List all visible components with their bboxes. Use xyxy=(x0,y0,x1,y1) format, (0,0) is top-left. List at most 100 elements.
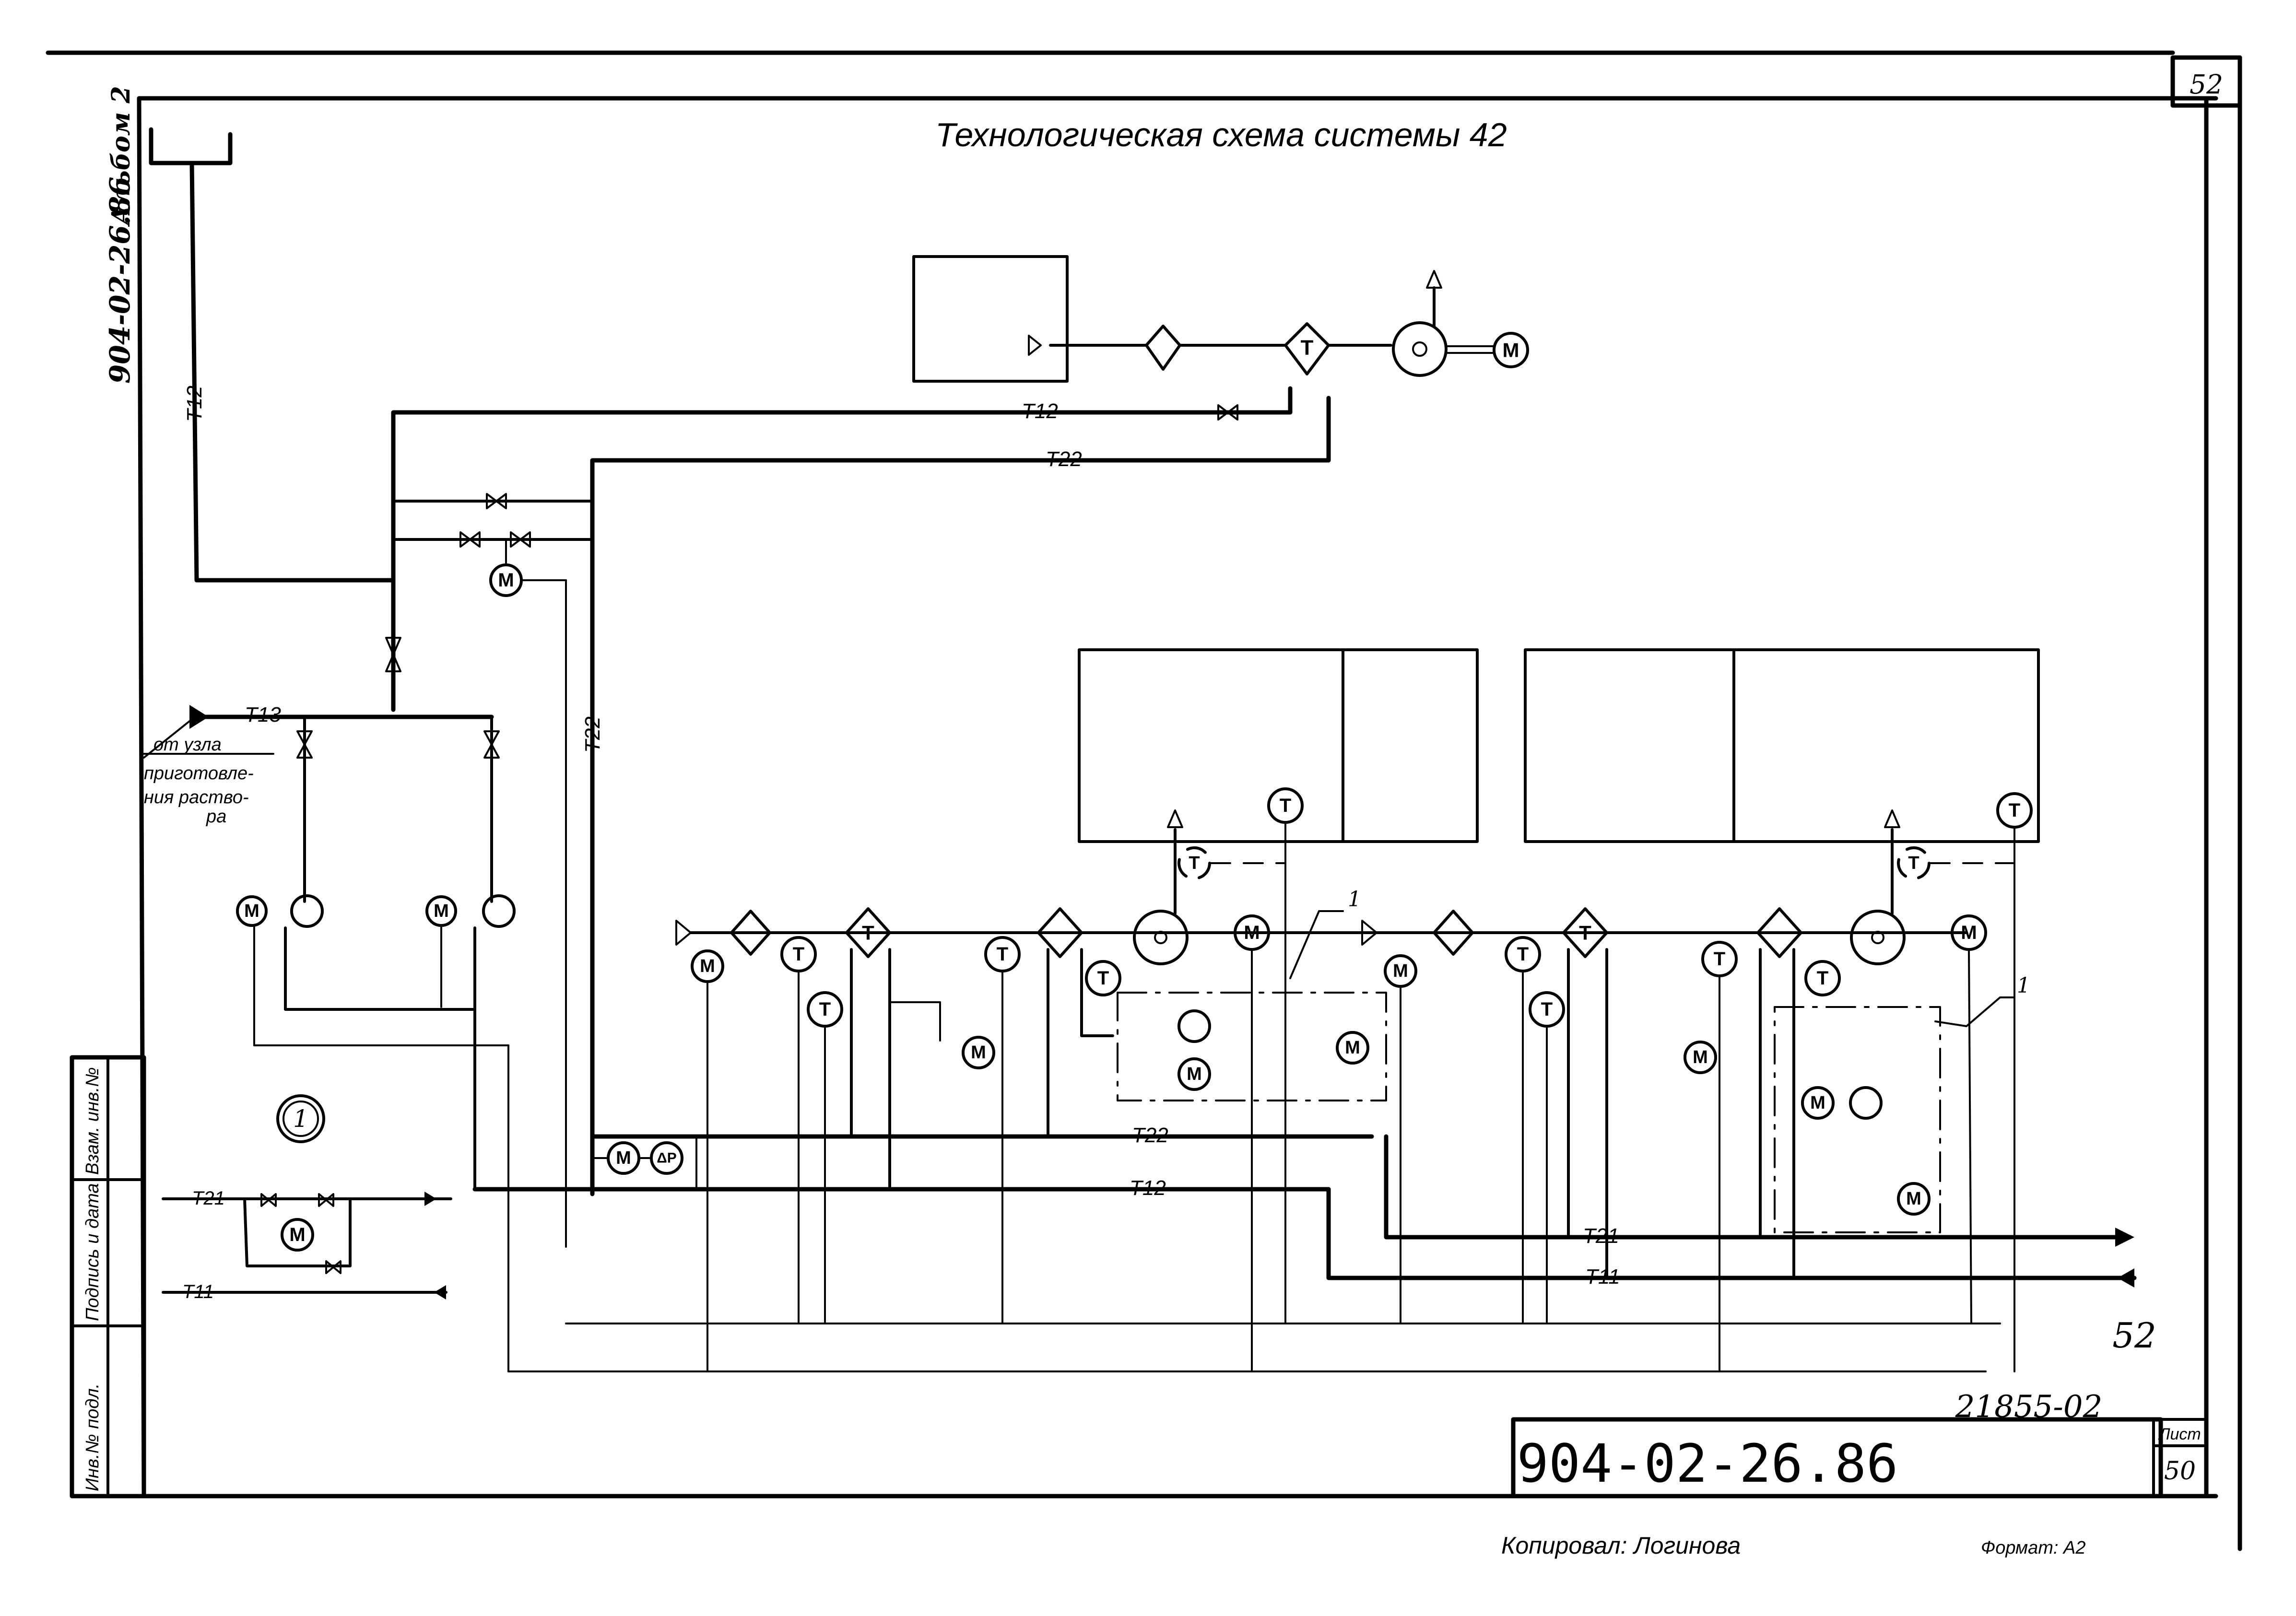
corner-sheet-number: 52 xyxy=(2190,69,2223,100)
pipe-label-t22-main: T22 xyxy=(1132,1124,1168,1147)
heater-label: T xyxy=(862,922,874,944)
sheet-number: 50 xyxy=(2164,1457,2196,1486)
valve-motor-icon xyxy=(1684,1041,1717,1074)
source-note-line2: приготовле- xyxy=(144,763,254,784)
pump-icon xyxy=(290,894,324,928)
valve-icon xyxy=(318,1193,334,1207)
margin-row-signature-date: Подпись и дата xyxy=(82,1183,103,1321)
valve-icon xyxy=(486,493,507,509)
leader-ref-a: 1 xyxy=(1348,887,1361,912)
detail-node-1: 1 M xyxy=(162,1094,452,1300)
pipe-t22-top xyxy=(590,396,1331,1196)
detail-return-label: T11 xyxy=(182,1281,214,1302)
circ-pump-icon xyxy=(1177,1009,1211,1043)
temp-sensor-label: T xyxy=(1714,949,1725,970)
ventilation-unit-b: T T T M M T T M T T M xyxy=(1361,648,2040,1372)
fan-motor-icon xyxy=(1493,332,1529,368)
dp-regulator: M ΔP xyxy=(591,1136,697,1190)
title-block-outline xyxy=(1511,1417,2163,1499)
duct-temp-sensor-icon xyxy=(1897,846,1931,880)
room-box xyxy=(912,255,1069,383)
valve-icon xyxy=(260,1193,277,1207)
source-note-line3: ния раство- xyxy=(144,787,249,808)
t12-riser-line xyxy=(189,161,396,583)
sheet-format: Формат: А2 xyxy=(1981,1538,2085,1558)
node-1-boundary xyxy=(1774,1006,1941,1233)
filter-icon xyxy=(730,910,771,956)
exhaust-arrow-icon xyxy=(1426,270,1442,289)
valve-motor-icon xyxy=(1336,1031,1369,1065)
title-block-designation: 904-02-26.86 xyxy=(1517,1433,1898,1494)
room-temp-label: T xyxy=(2009,800,2020,821)
fan-hub xyxy=(1871,931,1884,944)
fan-motor-label: M xyxy=(1244,922,1260,943)
fan-motor-label: M xyxy=(1503,339,1519,362)
supply-arrow-icon xyxy=(1884,809,1900,828)
heater-icon xyxy=(1562,907,1608,958)
copied-by: Копировал: Логинова xyxy=(1501,1532,1741,1559)
pump-motor-icon xyxy=(236,895,268,927)
valve-motor-label: M xyxy=(1345,1038,1360,1058)
damper-motor-label: M xyxy=(700,956,715,976)
circ-pump-motor-label: M xyxy=(1810,1093,1825,1113)
side-stamp: 904-02-26.86 Альбом 2 xyxy=(104,86,136,384)
title-block xyxy=(1511,1417,2208,1499)
filter-icon xyxy=(1433,910,1474,956)
heater-label: T xyxy=(1579,922,1591,944)
flow-arrow-icon xyxy=(424,1192,436,1206)
cooler-return xyxy=(1080,948,1114,1037)
tank xyxy=(149,127,233,165)
heater-icon xyxy=(845,907,891,958)
detail-bypass xyxy=(243,1197,308,1267)
pipe-label-t12-vertical: T12 xyxy=(183,386,206,422)
source-note-line4: ра xyxy=(206,807,226,827)
side-doc-code: 904-02-26.86 xyxy=(104,176,136,384)
valve-motor-label: M xyxy=(1906,1189,1921,1209)
fan-hub xyxy=(1412,341,1427,357)
heater-label: T xyxy=(1301,336,1314,360)
fan-icon xyxy=(1850,910,1906,965)
pipe-t12-return xyxy=(473,1008,1330,1191)
handwritten-page-number: 52 xyxy=(2112,1315,2156,1356)
flow-arrow-icon xyxy=(434,1285,446,1300)
node-1-boundary xyxy=(1117,992,1387,1101)
ventilation-unit-a: T T T M M T T M T T xyxy=(675,648,1479,1372)
sheet-label: Лист xyxy=(2158,1425,2201,1443)
upper-ahu: T M xyxy=(912,255,1529,383)
valve-motor-icon xyxy=(962,1036,995,1069)
detail-bypass-return xyxy=(306,1197,352,1267)
top-pipe-network xyxy=(391,386,1331,1248)
leader-line xyxy=(1289,910,1344,979)
circ-pump-motor-icon xyxy=(1801,1086,1835,1120)
valve-motor-label: M xyxy=(971,1042,986,1063)
valve-icon xyxy=(1217,404,1238,421)
fan-motor-label: M xyxy=(1961,922,1977,943)
tank-and-riser xyxy=(149,127,396,583)
valve-icon xyxy=(385,637,401,672)
temp-sensor-icon xyxy=(1804,960,1841,996)
duct-temp-label: T xyxy=(1908,853,1919,873)
circ-pump-icon xyxy=(1849,1086,1883,1120)
flow-arrow-in-icon xyxy=(2118,1268,2134,1288)
pump-motor-label: M xyxy=(434,901,449,921)
pipe-label-t12-main: T12 xyxy=(1130,1176,1166,1200)
temp-sensor-label: T xyxy=(819,999,831,1020)
valve-motor-icon xyxy=(1897,1182,1931,1216)
intake-grille-icon xyxy=(1361,920,1378,946)
corner-number-box xyxy=(2170,55,2242,108)
detail-motor-label: M xyxy=(289,1224,305,1245)
pipe-label-t22-top: T22 xyxy=(1046,447,1082,471)
source-note-line1: от узла xyxy=(153,735,222,755)
side-album: Альбом 2 xyxy=(106,86,136,227)
pump-motor-label: M xyxy=(244,901,259,921)
callout-number: 1 xyxy=(293,1105,308,1133)
pipe-label-t21-main: T21 xyxy=(1583,1224,1619,1248)
pump-icon xyxy=(482,894,516,928)
pipe-t12-top xyxy=(391,386,1293,712)
valve-icon xyxy=(510,531,531,548)
temp-sensor-label: T xyxy=(1517,944,1529,965)
temp-sensor-label: T xyxy=(997,944,1008,965)
pipe-label-t22-vertical: T22 xyxy=(581,716,604,753)
cooler-icon xyxy=(1756,907,1802,958)
